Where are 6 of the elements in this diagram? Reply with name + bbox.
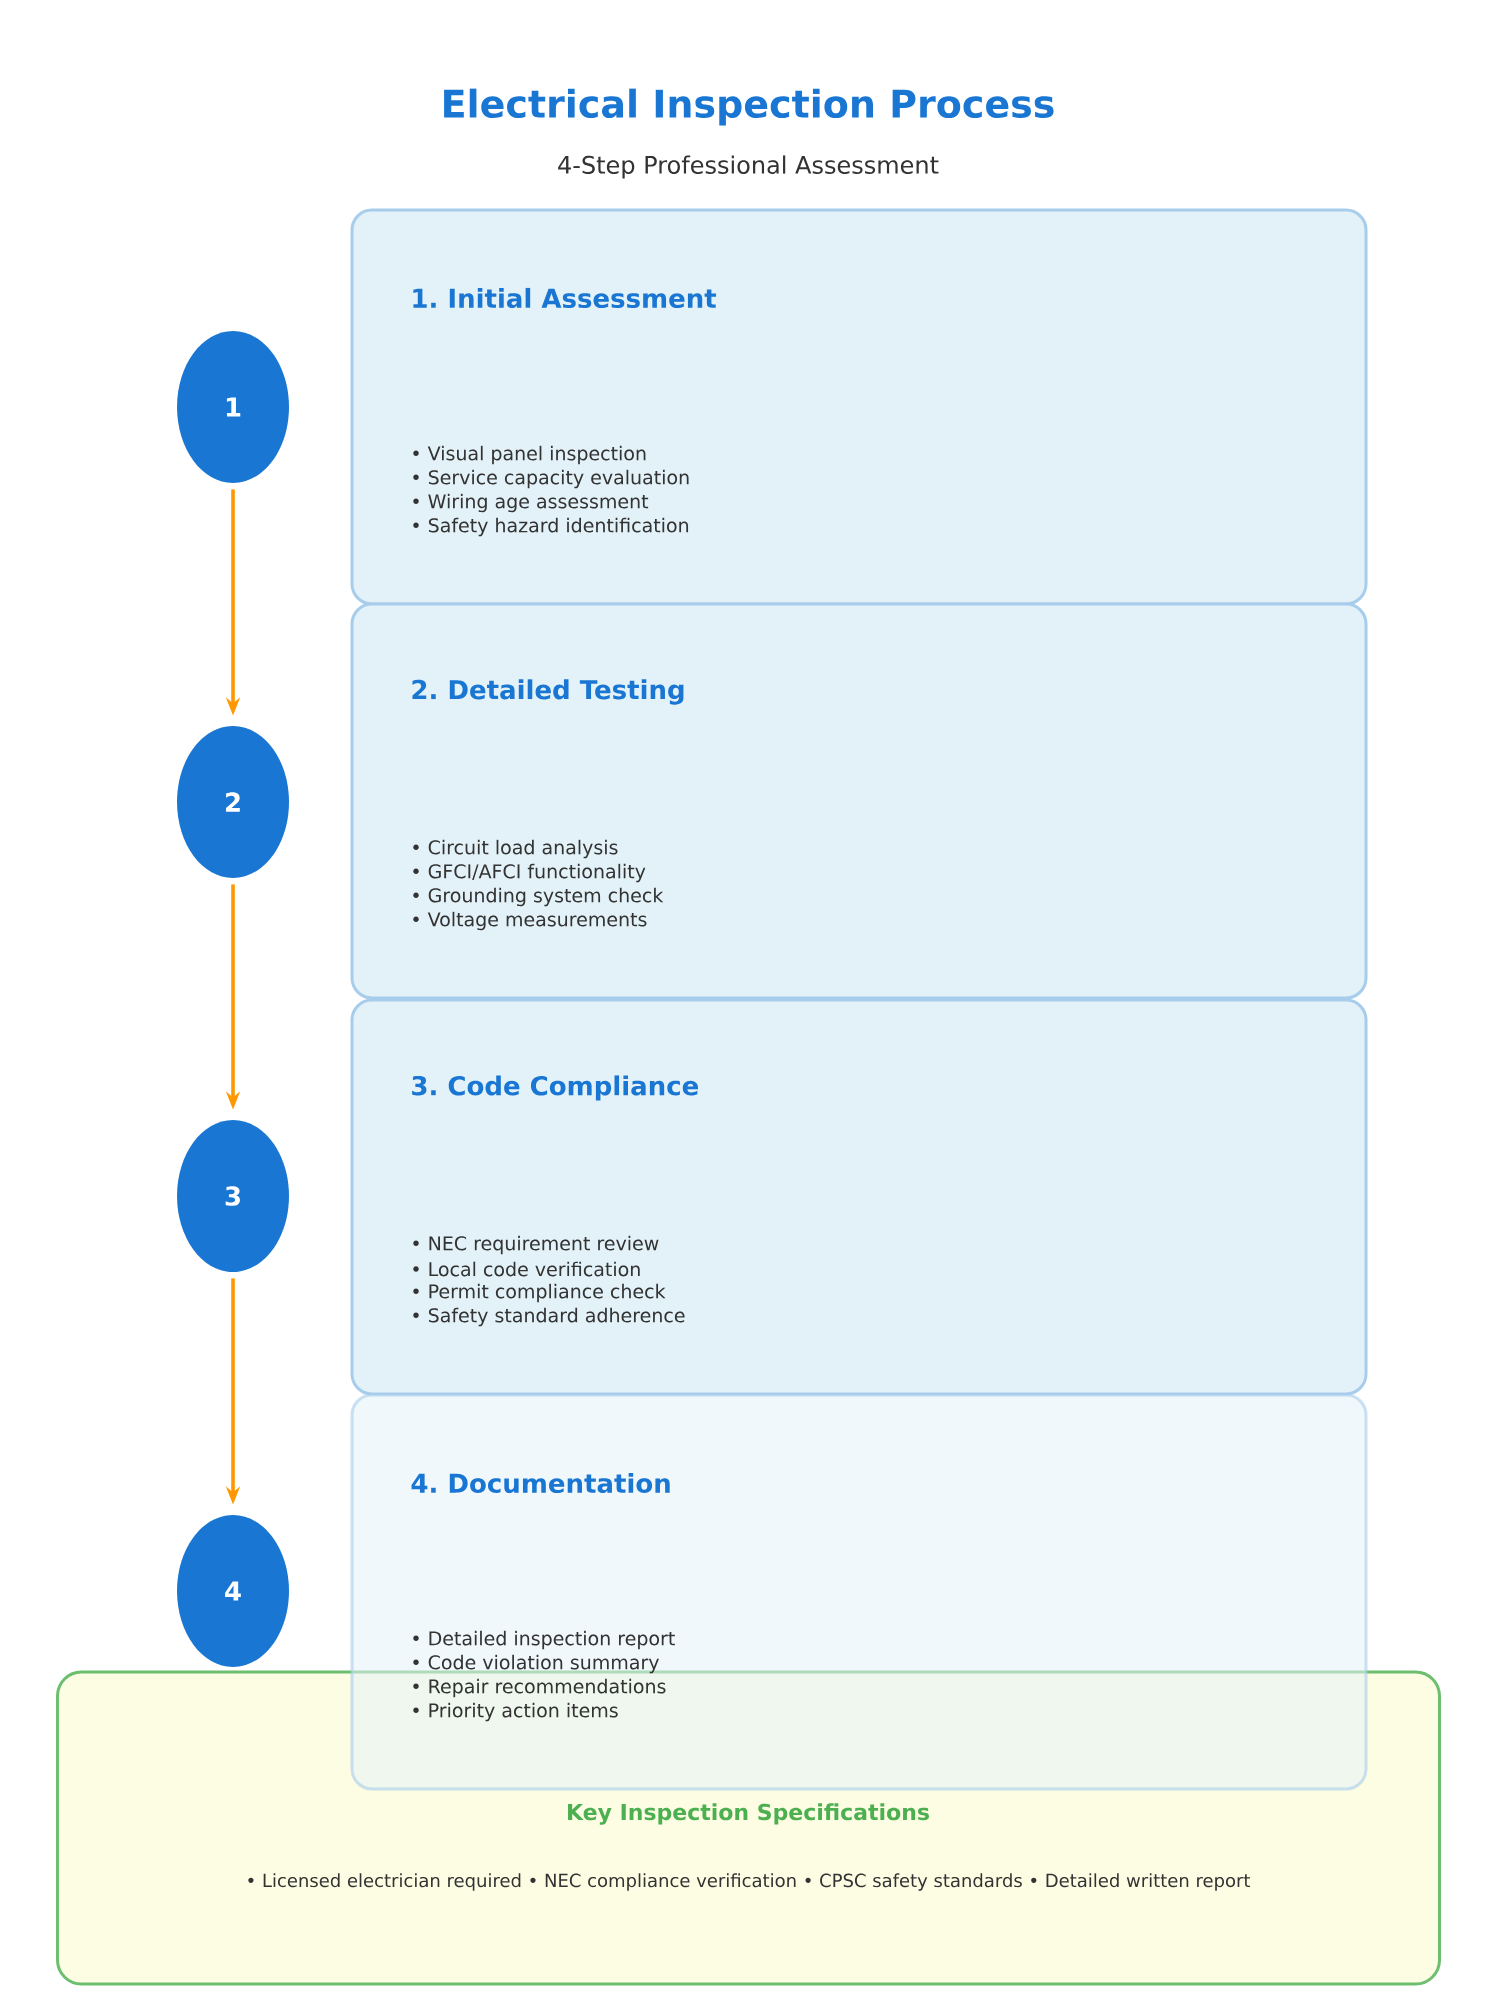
- subtitle: 4-Step Professional Assessment: [558, 155, 939, 179]
- step-card: 1. Initial Assessment • Visual panel inspection • Service capacity evaluation • Wiring age assessment • Safety hazard identification: [350, 208, 1368, 606]
- title: Electrical Inspection Process: [444, 88, 1054, 126]
- step-card: 3. Code Compliance • NEC requirement review • Local code verification • Permit compliance check • Safety standard adherence: [350, 998, 1368, 1396]
- step-card: 2. Detailed Testing • Circuit load analysis • GFCI/AFCI functionality • Grounding system check • Voltage measurements: [350, 602, 1368, 1000]
- step-card: 4. Documentation • Detailed inspection report • Code violation summary • Repair recommendations • Priority action items: [350, 1393, 1368, 1791]
